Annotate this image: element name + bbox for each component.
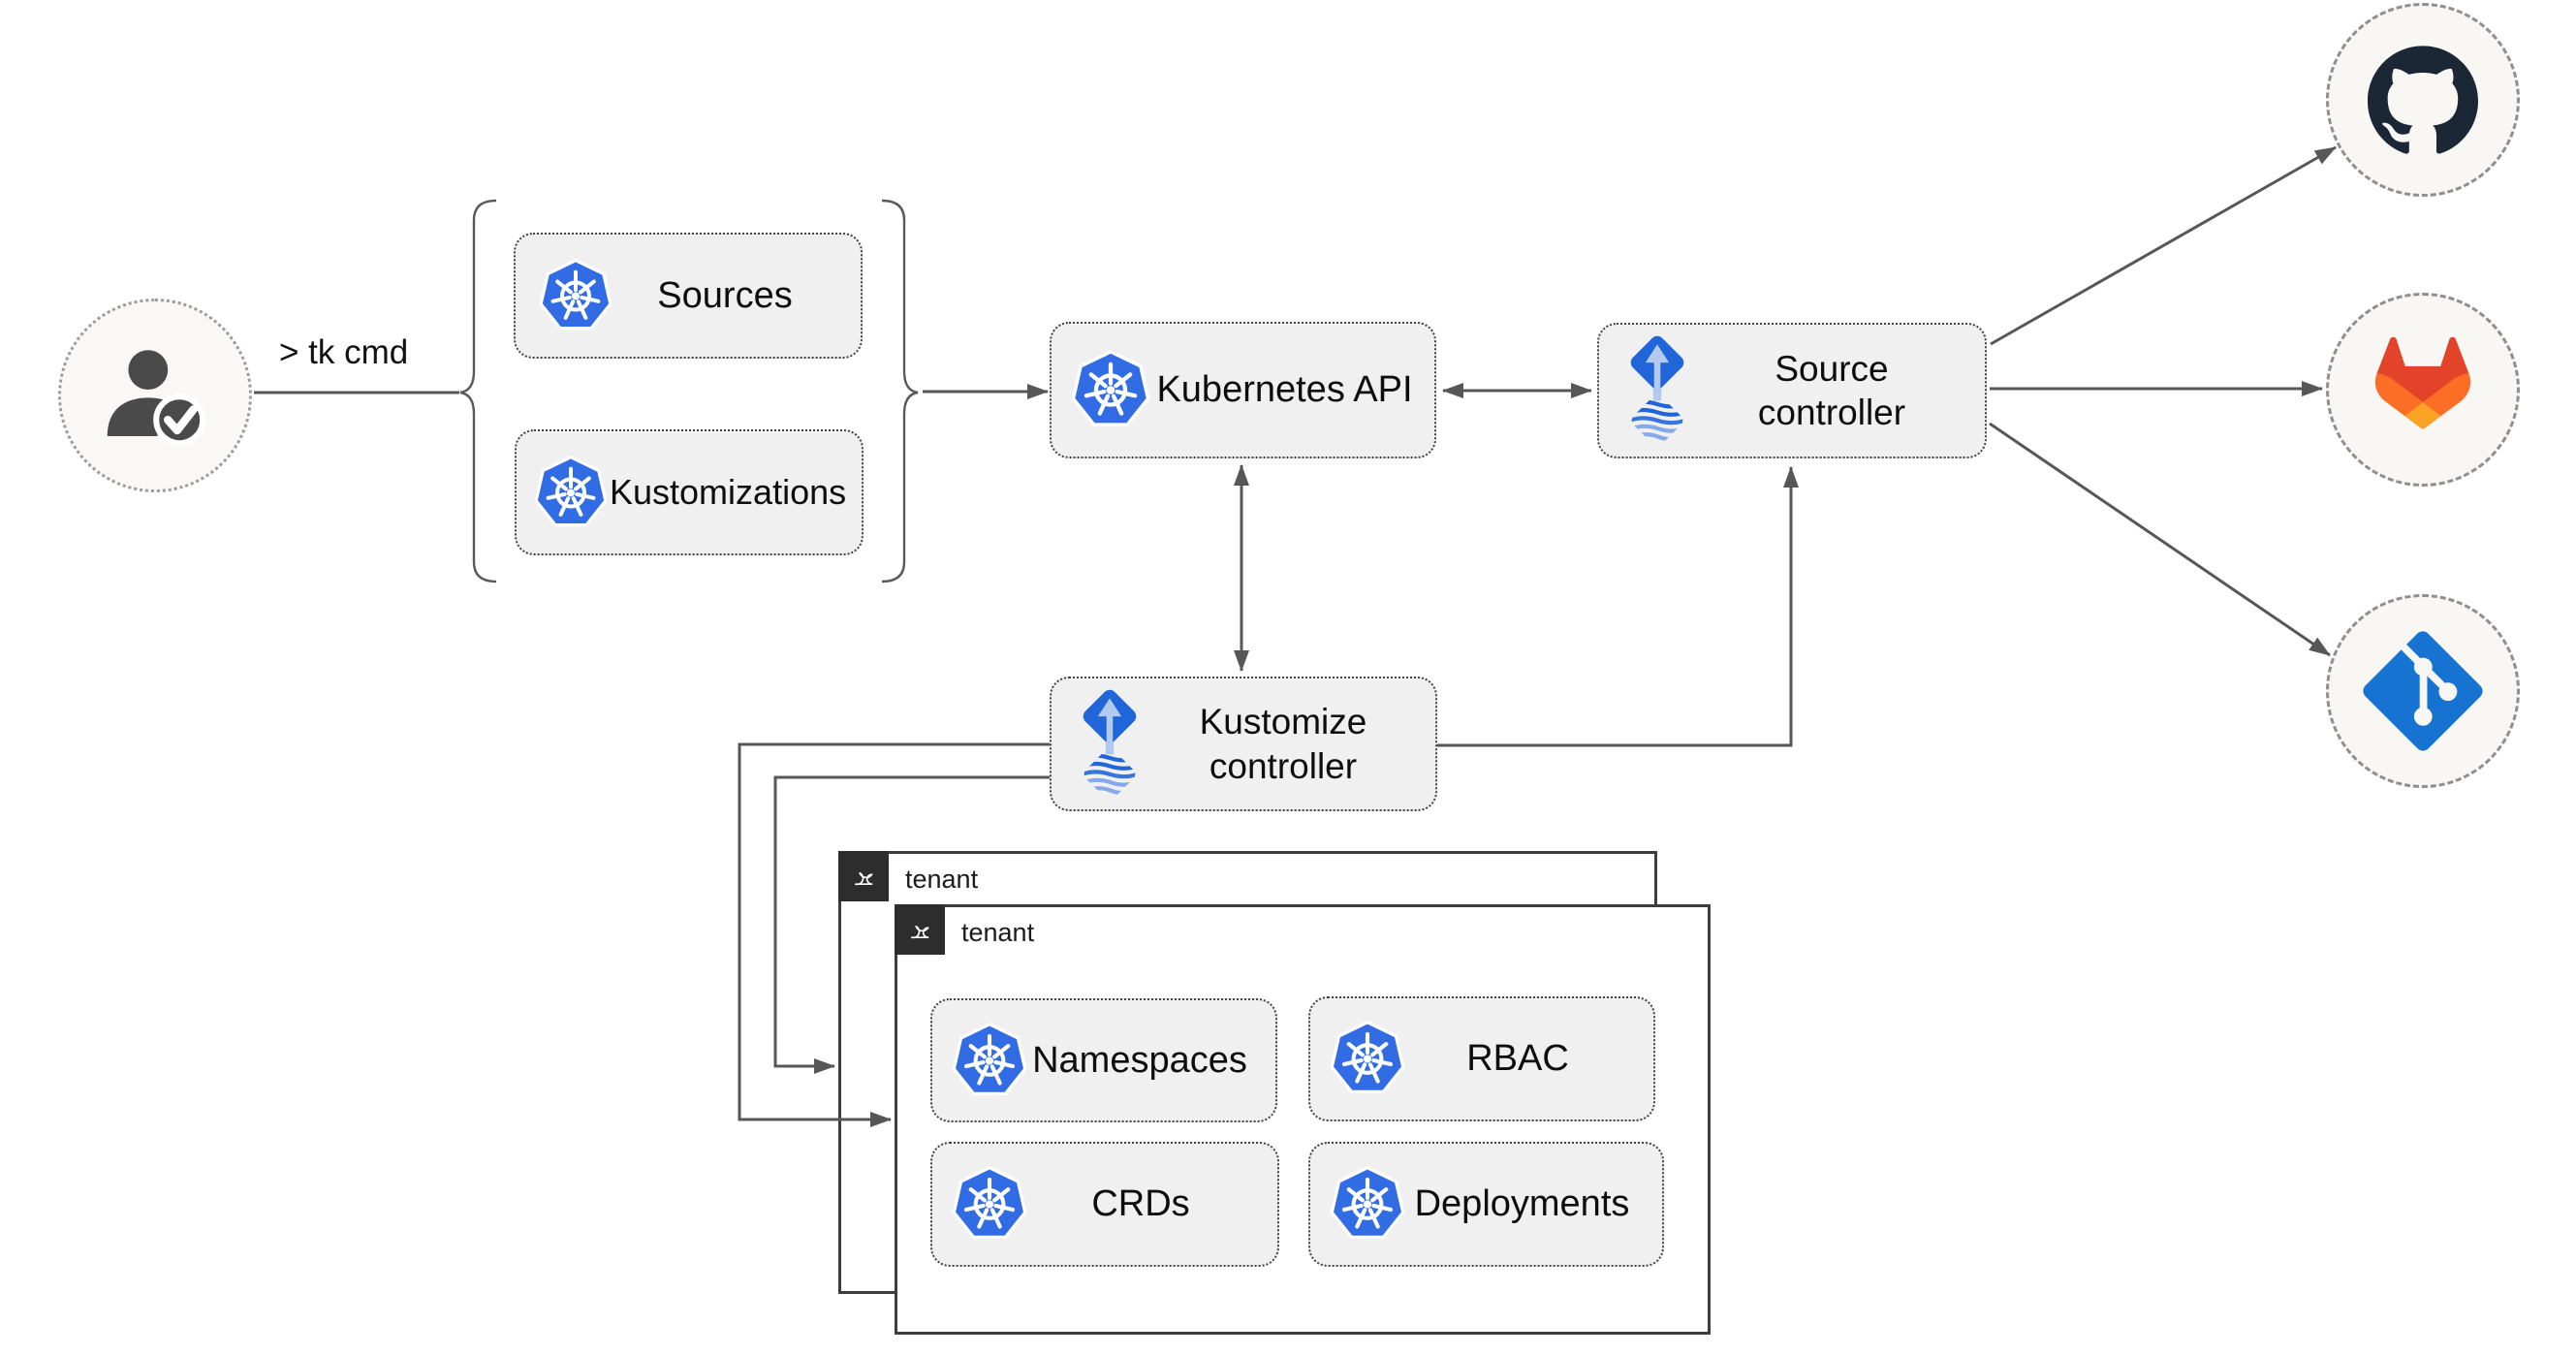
edge-source-to-git xyxy=(1989,422,2331,657)
node-kustomize-controller: Kustomize controller xyxy=(1050,677,1437,811)
node-kubernetes-api: Kubernetes API xyxy=(1050,322,1436,458)
tenant-label: tenant xyxy=(961,918,1035,947)
git-icon xyxy=(2360,628,2486,754)
node-rbac: RBAC xyxy=(1308,996,1655,1121)
node-namespaces: Namespaces xyxy=(930,998,1277,1122)
edge-source-to-github xyxy=(1990,145,2337,346)
edge-kustomize-to-source-controller xyxy=(1437,466,1799,747)
node-crds: CRDs xyxy=(930,1142,1279,1267)
kubernetes-icon xyxy=(1069,350,1152,430)
flux-icon xyxy=(1617,333,1698,448)
node-rbac-label: RBAC xyxy=(1466,1038,1569,1079)
bracket-right xyxy=(881,199,919,583)
cli-command-label: > tk cmd xyxy=(279,333,409,371)
provider-github xyxy=(2326,3,2520,197)
gitlab-icon xyxy=(2329,289,2517,477)
kubernetes-icon xyxy=(537,259,614,333)
tenant-header xyxy=(838,851,889,901)
github-icon xyxy=(2368,45,2478,155)
cloud-icon xyxy=(848,865,880,888)
node-kustomizations-label: Kustomizations xyxy=(610,472,847,512)
provider-gitlab xyxy=(2326,293,2520,487)
node-kustomize-controller-label: Kustomize controller xyxy=(1199,702,1367,786)
kubernetes-icon xyxy=(1328,1166,1407,1243)
node-source-controller-label: Source controller xyxy=(1757,348,1906,432)
node-sources: Sources xyxy=(514,233,863,359)
kubernetes-icon xyxy=(950,1166,1029,1243)
node-kustomizations: Kustomizations xyxy=(515,429,864,555)
node-crds-label: CRDs xyxy=(1091,1183,1190,1224)
node-source-controller: Source controller xyxy=(1597,323,1987,458)
tenant-header xyxy=(895,904,945,955)
bracket-left xyxy=(459,199,497,583)
kubernetes-icon xyxy=(950,1023,1029,1099)
node-sources-label: Sources xyxy=(657,274,793,316)
node-deployments-label: Deployments xyxy=(1414,1183,1630,1224)
kubernetes-icon xyxy=(532,456,610,530)
node-namespaces-label: Namespaces xyxy=(1032,1039,1247,1081)
user-avatar xyxy=(58,299,252,492)
node-kubernetes-api-label: Kubernetes API xyxy=(1156,369,1413,410)
kubernetes-icon xyxy=(1328,1021,1407,1097)
flux-icon xyxy=(1069,687,1150,802)
node-deployments: Deployments xyxy=(1308,1142,1664,1267)
cloud-icon xyxy=(904,918,936,941)
tenant-label: tenant xyxy=(905,865,979,894)
user-check-icon xyxy=(97,337,213,454)
provider-git xyxy=(2326,594,2520,788)
